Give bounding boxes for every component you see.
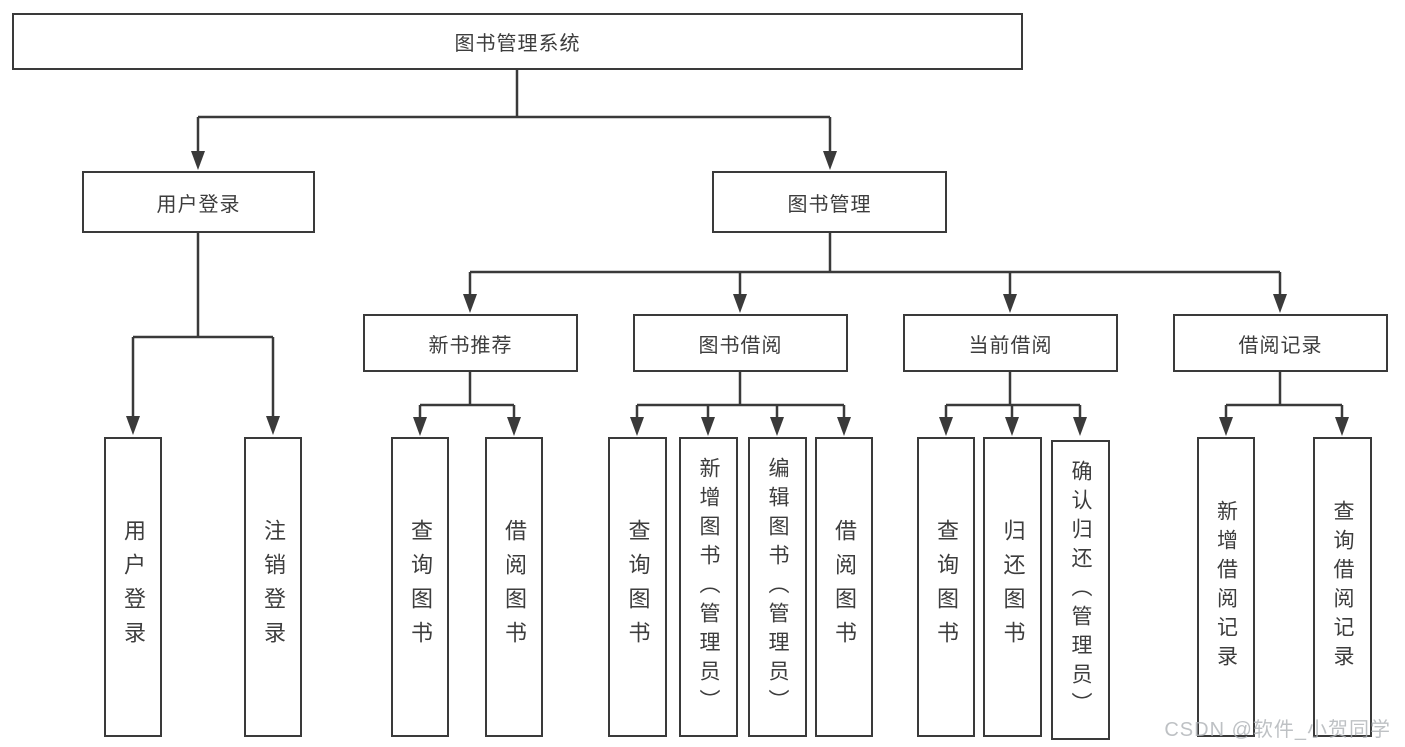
leaf-user-login: 用户登录 [104,437,162,737]
leaf-query-books-current: 查询图书 [917,437,975,737]
leaf-confirm-return-admin: 确认归还（管理员） [1051,440,1110,740]
node-book-borrow: 图书借阅 [633,314,848,372]
leaf-logout: 注销登录 [244,437,302,737]
leaf-query-books-borrow: 查询图书 [608,437,667,737]
node-borrow-records: 借阅记录 [1173,314,1388,372]
leaf-return-book: 归还图书 [983,437,1042,737]
leaf-add-book-admin: 新增图书（管理员） [679,437,738,737]
node-library-management-system: 图书管理系统 [12,13,1023,70]
leaf-query-borrow-record: 查询借阅记录 [1313,437,1372,737]
node-book-management: 图书管理 [712,171,947,233]
node-current-borrow: 当前借阅 [903,314,1118,372]
csdn-watermark: CSDN @软件_小贺同学 [1164,719,1391,741]
node-new-book-recommend: 新书推荐 [363,314,578,372]
leaf-query-books-recommend: 查询图书 [391,437,449,737]
leaf-borrow-books-recommend: 借阅图书 [485,437,543,737]
leaf-add-borrow-record: 新增借阅记录 [1197,437,1255,737]
leaf-borrow-books: 借阅图书 [815,437,873,737]
leaf-edit-book-admin: 编辑图书（管理员） [748,437,807,737]
node-user-login: 用户登录 [82,171,315,233]
arrowheads [126,151,1349,436]
